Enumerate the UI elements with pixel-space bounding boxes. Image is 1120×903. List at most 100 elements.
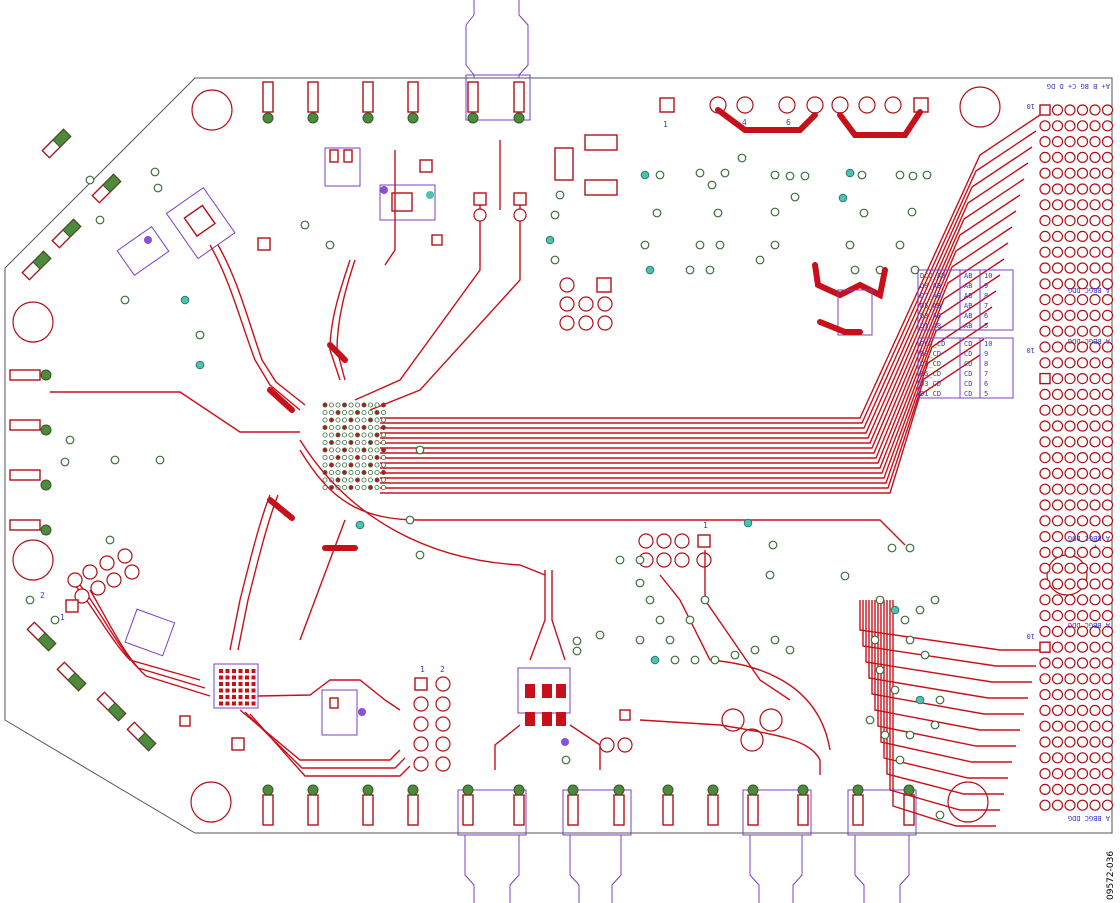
header-pin [1064,309,1076,321]
bga-ball [341,469,347,475]
bga-ball [361,462,367,468]
header-pin [1089,530,1101,543]
via [920,650,930,660]
via [770,207,780,217]
via [707,180,717,190]
header-pin [1039,294,1051,306]
bga-ball [380,484,386,490]
header-pin [1076,688,1089,701]
header-pin [1064,357,1076,369]
bga-ball [354,462,360,468]
via [930,720,940,730]
table-signal-label: D9_AB [920,282,941,290]
header-pin [1101,262,1114,274]
header-pin [1039,578,1051,590]
bus-trace [380,290,997,474]
header-pin [1064,736,1076,748]
bga-ball [335,402,341,408]
bga-ball [348,477,354,483]
header-pin [1064,546,1076,559]
header-pin [1101,373,1114,385]
pin-label-1: 1 [420,665,425,674]
pin-label-2-left: 2 [40,591,45,600]
bga-ball [348,454,354,460]
header-pin [1089,420,1101,432]
bga-ball [335,439,341,445]
header-pin [1101,341,1114,353]
header-pin [1101,467,1114,479]
header-pin [1089,467,1101,479]
bga-ball [361,417,367,423]
bga-ball [380,424,386,430]
bga-ball [361,424,367,430]
header-pin [1089,562,1101,574]
via [755,255,765,265]
bga-ball [367,484,373,490]
header-pin [1101,673,1114,685]
via [95,215,105,225]
header-pin [1064,657,1076,669]
bga-ball [348,439,354,445]
bga-ball [335,447,341,453]
bus-trace [380,338,985,489]
via [572,636,582,646]
header-pin [1089,120,1101,132]
header-pin [1051,562,1064,574]
via [770,170,780,180]
bga-ball [348,484,354,490]
via [595,630,605,640]
bottom-center-passives [599,659,831,775]
bus-trace [380,226,1013,454]
header-label-ab: A BBGC DDG [1068,286,1110,294]
via [840,571,850,581]
header-pin [1051,673,1064,685]
header-pin [1039,136,1051,148]
bga-ball [374,462,380,468]
header-pin [1101,246,1114,258]
header-pin [1064,183,1076,195]
table-pin-label: 6 [984,312,988,320]
bus-trace-lower [862,600,1036,667]
adc-ball [251,688,256,693]
header-pin [1051,199,1064,211]
adc-ball [225,669,230,673]
header-pin [1101,767,1114,780]
bga-ball [328,402,334,408]
pin-label-1-center: 1 [703,521,708,530]
adc-ball [245,669,249,673]
header-pin [1076,294,1089,306]
header-pin [1064,294,1076,306]
plus-minus-label: - + [1093,542,1106,550]
header-pin [1101,230,1114,242]
header-pin [1064,151,1076,163]
bottom-left-pin-header: 1 2 [413,665,451,772]
bus-trace [380,194,1021,444]
via [880,730,890,740]
bga-ball [361,454,367,460]
header-pin [1089,167,1101,179]
bga-ball [328,454,334,460]
top-sma-connector [465,0,529,78]
bga-ball [348,409,354,415]
via [838,193,848,203]
bga-ball [341,484,347,490]
bga-ball [328,417,334,423]
header-pin [1089,736,1101,748]
bga-ball [341,477,347,483]
via [907,207,917,217]
bga-ball [380,409,386,415]
header-pin [1051,783,1064,796]
bga-ball [354,417,360,423]
header-pin [1039,388,1051,400]
adc-ball [219,695,223,699]
header-pin [1076,641,1089,653]
header-pin [1089,294,1101,306]
header-pin [1089,151,1101,163]
adc-ball [251,701,256,706]
via [180,295,190,305]
bga-ball [380,439,386,445]
bga-ball [322,447,328,453]
header-pin [1089,136,1101,148]
header-pin [1051,546,1064,559]
via [700,595,710,605]
